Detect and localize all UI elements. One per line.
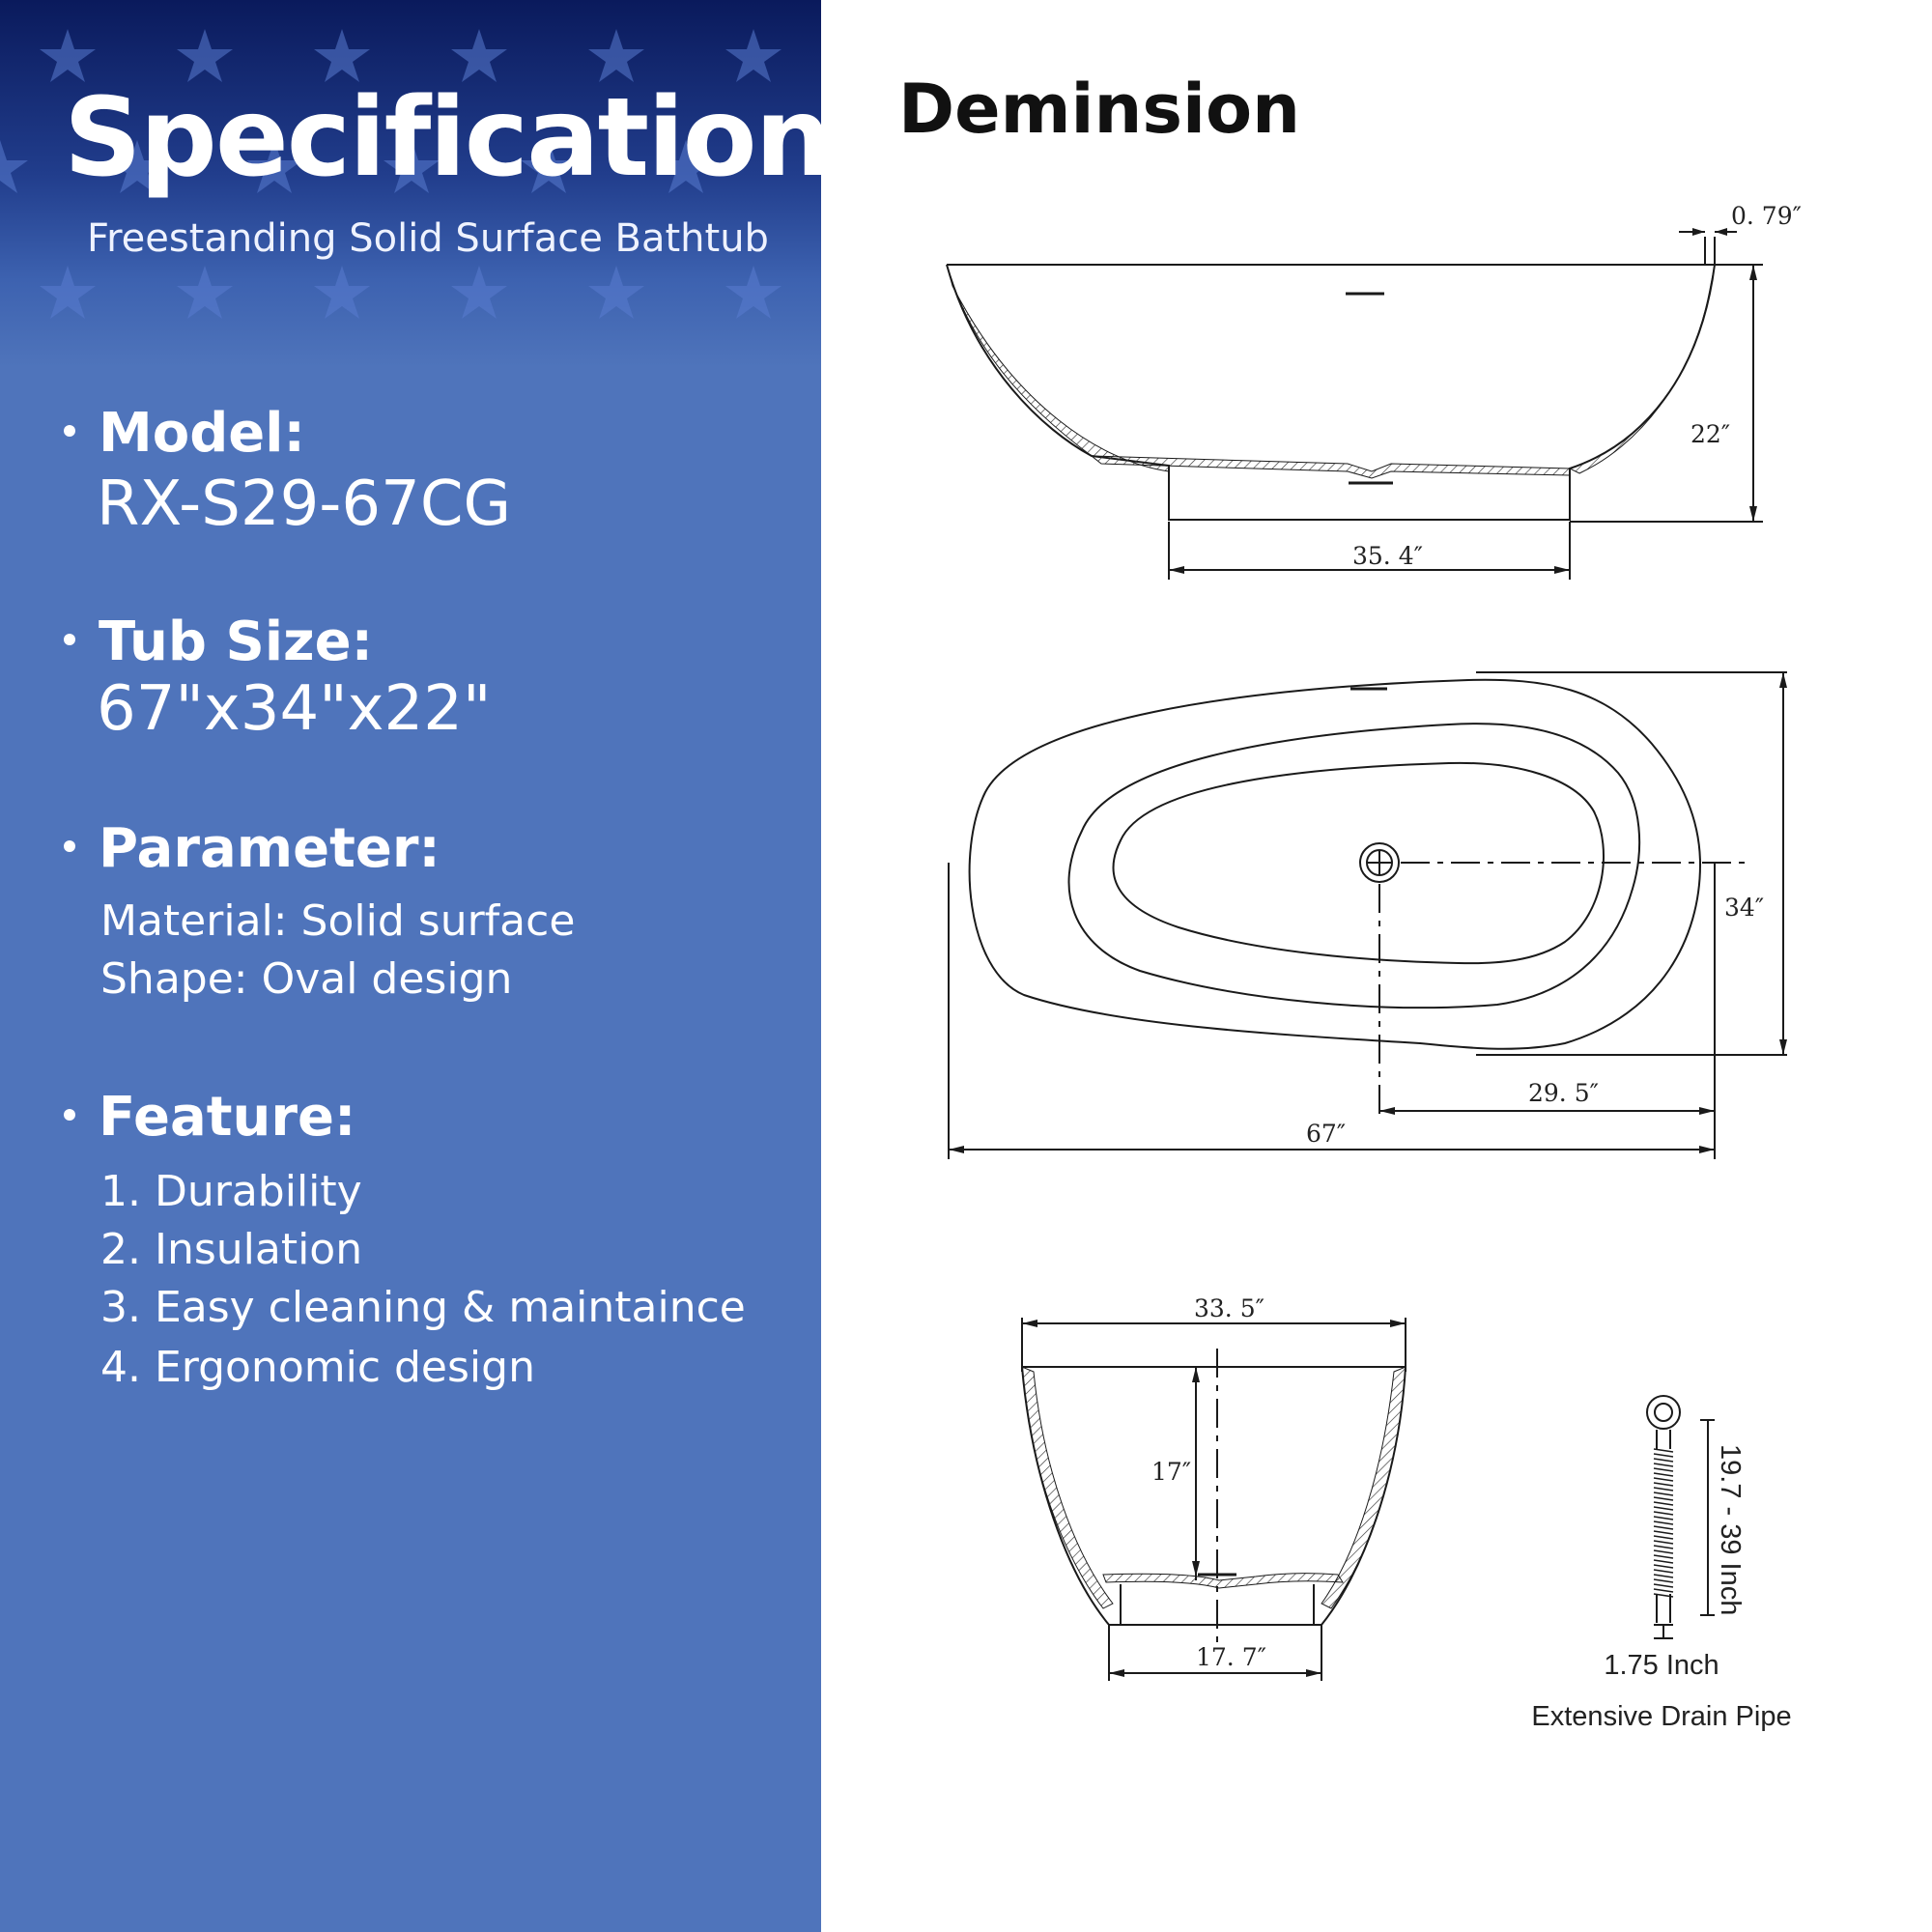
- pipe-rib: [1653, 1564, 1674, 1569]
- tubsize-value: 67"x34"x22": [97, 673, 492, 745]
- end-base-width-dimension: 17. 7″: [1196, 1643, 1266, 1671]
- parameter-heading-text: Parameter:: [99, 817, 440, 880]
- bullet-icon: [64, 839, 75, 852]
- pipe-rib: [1653, 1574, 1674, 1578]
- pipe-rib: [1653, 1520, 1674, 1525]
- pipe-rib: [1653, 1477, 1674, 1482]
- drain-offset-dimension: 29. 5″: [1528, 1079, 1599, 1107]
- pipe-rib: [1653, 1492, 1674, 1496]
- pipe-rib: [1653, 1516, 1674, 1520]
- depth-dimension: 17″: [1151, 1458, 1191, 1486]
- pipe-rib: [1653, 1482, 1674, 1487]
- pipe-rib: [1653, 1501, 1674, 1506]
- drain-pipe-label: Extensive Drain Pipe: [1531, 1701, 1791, 1732]
- pipe-rib: [1653, 1458, 1674, 1463]
- feature-item: 2. Insulation: [100, 1225, 363, 1274]
- rim-dimension: 0. 79″: [1731, 202, 1802, 230]
- bullet-icon: [64, 1108, 75, 1121]
- bullet-icon: [64, 424, 75, 437]
- feature-heading-text: Feature:: [99, 1086, 356, 1149]
- model-heading-text: Model:: [99, 402, 305, 465]
- pipe-rib: [1653, 1530, 1674, 1535]
- pipe-rib: [1653, 1540, 1674, 1545]
- pipe-rib: [1653, 1569, 1674, 1574]
- spec-title: Specification: [64, 75, 821, 201]
- feature-item: 3. Easy cleaning & maintaince: [100, 1283, 746, 1332]
- spec-subtitle: Freestanding Solid Surface Bathtub: [87, 216, 769, 261]
- pipe-diameter-label: 1.75 Inch: [1604, 1650, 1719, 1681]
- bullet-icon: [64, 633, 75, 645]
- pipe-rib: [1653, 1554, 1674, 1559]
- pipe-rib: [1653, 1506, 1674, 1511]
- shape-text: Shape: Oval design: [100, 954, 513, 1004]
- parameter-heading: Parameter:: [64, 817, 440, 880]
- side-view: [946, 231, 1763, 580]
- feature-heading: Feature:: [64, 1086, 355, 1149]
- feature-item: 4. Ergonomic design: [100, 1343, 535, 1392]
- dimension-title: Deminsion: [898, 70, 1300, 149]
- tub-width-dimension: 34″: [1724, 894, 1764, 922]
- pipe-rib: [1653, 1588, 1674, 1593]
- end-top-width-dimension: 33. 5″: [1194, 1294, 1264, 1322]
- pipe-rib: [1653, 1467, 1674, 1472]
- model-value: RX-S29-67CG: [97, 469, 512, 540]
- pipe-rib: [1653, 1578, 1674, 1583]
- pipe-length-label: 19.7 - 39 Inch: [1715, 1444, 1746, 1615]
- pipe-rib: [1653, 1559, 1674, 1564]
- tub-length-dimension: 67″: [1306, 1120, 1346, 1148]
- pipe-rib: [1653, 1583, 1674, 1588]
- base-width-dimension: 35. 4″: [1352, 542, 1423, 570]
- model-heading: Model:: [64, 402, 305, 465]
- pipe-rib: [1653, 1453, 1674, 1458]
- pipe-rib: [1653, 1545, 1674, 1549]
- pipe-rib: [1653, 1496, 1674, 1501]
- tubsize-heading: Tub Size:: [64, 611, 373, 673]
- specification-panel: Specification Freestanding Solid Surface…: [0, 0, 821, 1932]
- drain-pipe: [1646, 1395, 1715, 1639]
- feature-item: 1. Durability: [100, 1167, 362, 1216]
- pipe-rib: [1653, 1448, 1674, 1453]
- pipe-rib: [1653, 1511, 1674, 1516]
- material-text: Material: Solid surface: [100, 896, 576, 946]
- pipe-rib: [1653, 1535, 1674, 1540]
- end-view: [1021, 1318, 1406, 1681]
- pipe-rib: [1653, 1472, 1674, 1477]
- pipe-rib: [1653, 1487, 1674, 1492]
- height-dimension: 22″: [1690, 420, 1730, 448]
- tubsize-heading-text: Tub Size:: [99, 611, 373, 673]
- pipe-rib: [1653, 1525, 1674, 1530]
- top-view: [948, 671, 1787, 1159]
- pipe-rib: [1653, 1549, 1674, 1554]
- pipe-rib: [1653, 1463, 1674, 1467]
